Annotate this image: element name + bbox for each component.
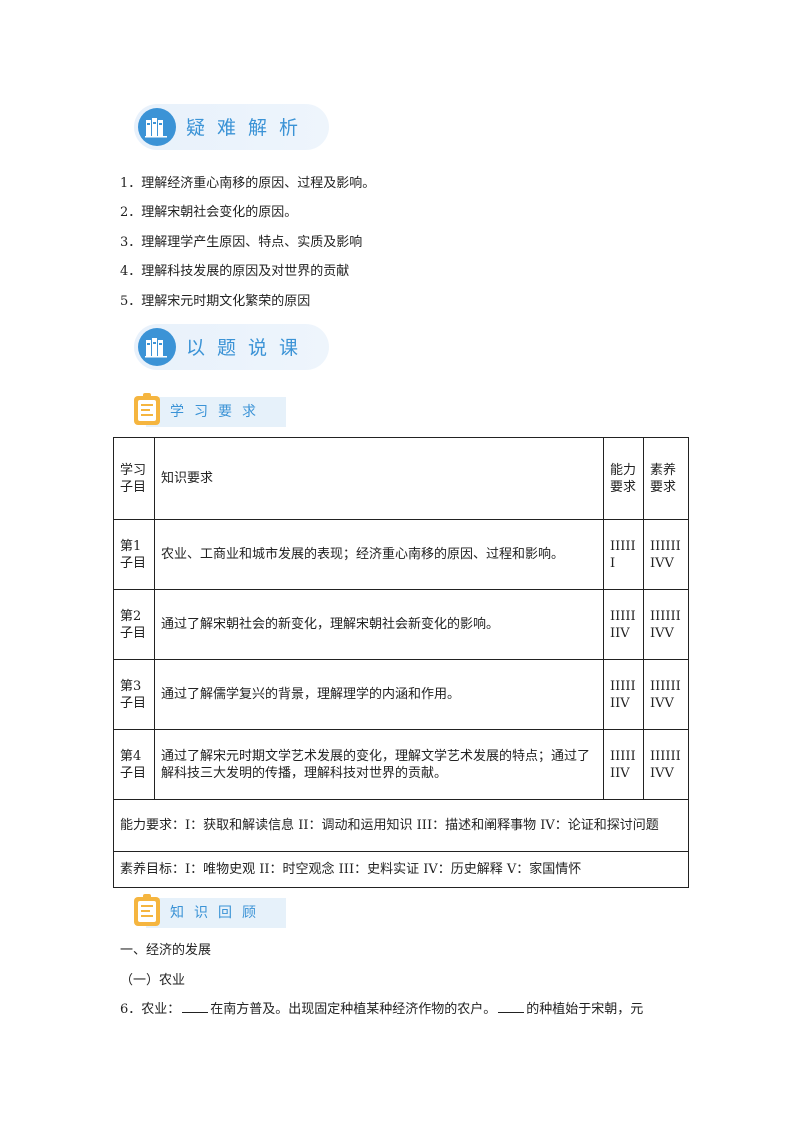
list-item: 5．理解宋元时期文化繁荣的原因	[120, 294, 311, 309]
header-subject: 学习子目	[113, 437, 155, 520]
row-ability: IIIIII	[603, 519, 644, 590]
header-literacy: 素养要求	[643, 437, 689, 520]
table-row: 第4子目 通过了解宋元时期文学艺术发展的变化，理解文学艺术发展的特点；通过了解科…	[113, 729, 689, 800]
section-title: 以题说课	[186, 337, 311, 359]
table-note-row: 素养目标：I：唯物史观 II：时空观念 III：史料实证 IV：历史解释 V：家…	[113, 851, 689, 888]
row-literacy: IIIIIIIVV	[643, 659, 689, 730]
row-subject: 第1子目	[113, 519, 155, 590]
table-header-row: 学习子目 知识要求 能力要求 素养要求	[113, 437, 689, 520]
subsection-title: 知识回顾	[170, 905, 266, 921]
ability-note: 能力要求：I：获取和解读信息 II：调动和运用知识 III：描述和阐释事物 IV…	[113, 799, 689, 852]
item-text: 在南方普及。出现固定种植某种经济作物的农户。	[210, 1002, 497, 1017]
row-knowledge: 通过了解宋朝社会的新变化，理解宋朝社会新变化的影响。	[154, 589, 604, 660]
item-text: 6．农业：	[120, 1002, 181, 1017]
notebook-icon	[132, 894, 162, 928]
list-item: 1．理解经济重心南移的原因、过程及影响。	[120, 176, 376, 191]
header-ability: 能力要求	[603, 437, 644, 520]
review-item-6: 6．农业： 在南方普及。出现固定种植某种经济作物的农户。 的种植始于宋朝，元	[120, 998, 643, 1017]
books-icon	[138, 108, 176, 146]
section-banner-lesson: 以题说课	[134, 324, 329, 370]
list-item: 4．理解科技发展的原因及对世界的贡献	[120, 264, 350, 279]
row-ability: IIIIIIIV	[603, 659, 644, 730]
section-title: 疑难解析	[186, 117, 311, 139]
row-subject: 第3子目	[113, 659, 155, 730]
fill-blank[interactable]	[498, 1000, 525, 1013]
list-item: 2．理解宋朝社会变化的原因。	[120, 205, 298, 220]
row-knowledge: 农业、工商业和城市发展的表现；经济重心南移的原因、过程和影响。	[154, 519, 604, 590]
subsection-tag-requirements: 学习要求	[132, 393, 286, 427]
row-knowledge: 通过了解儒学复兴的背景，理解理学的内涵和作用。	[154, 659, 604, 730]
table-row: 第1子目 农业、工商业和城市发展的表现；经济重心南移的原因、过程和影响。 III…	[113, 519, 689, 590]
subsection-tag-review: 知识回顾	[132, 894, 286, 928]
literacy-note: 素养目标：I：唯物史观 II：时空观念 III：史料实证 IV：历史解释 V：家…	[113, 851, 689, 888]
requirements-table: 学习子目 知识要求 能力要求 素养要求 第1子目 农业、工商业和城市发展的表现；…	[113, 437, 689, 888]
table-note-row: 能力要求：I：获取和解读信息 II：调动和运用知识 III：描述和阐释事物 IV…	[113, 799, 689, 852]
subsection-title: 学习要求	[170, 404, 266, 420]
row-literacy: IIIIIIIVV	[643, 519, 689, 590]
table-row: 第3子目 通过了解儒学复兴的背景，理解理学的内涵和作用。 IIIIIIIV II…	[113, 659, 689, 730]
notebook-icon	[132, 393, 162, 427]
review-subheading: （一）农业	[120, 973, 186, 988]
table-row: 第2子目 通过了解宋朝社会的新变化，理解宋朝社会新变化的影响。 IIIIIIIV…	[113, 589, 689, 660]
section-banner-analysis: 疑难解析	[134, 104, 329, 150]
row-ability: IIIIIIIV	[603, 589, 644, 660]
fill-blank[interactable]	[182, 1000, 209, 1013]
books-icon	[138, 328, 176, 366]
row-literacy: IIIIIIIVV	[643, 589, 689, 660]
list-item: 3．理解理学产生原因、特点、实质及影响	[120, 235, 363, 250]
item-text: 的种植始于宋朝，元	[526, 1002, 644, 1017]
row-knowledge: 通过了解宋元时期文学艺术发展的变化，理解文学艺术发展的特点；通过了解科技三大发明…	[154, 729, 604, 800]
row-subject: 第4子目	[113, 729, 155, 800]
row-subject: 第2子目	[113, 589, 155, 660]
review-heading: 一、经济的发展	[120, 943, 212, 958]
row-literacy: IIIIIIIVV	[643, 729, 689, 800]
header-knowledge: 知识要求	[154, 437, 604, 520]
row-ability: IIIIIIIV	[603, 729, 644, 800]
